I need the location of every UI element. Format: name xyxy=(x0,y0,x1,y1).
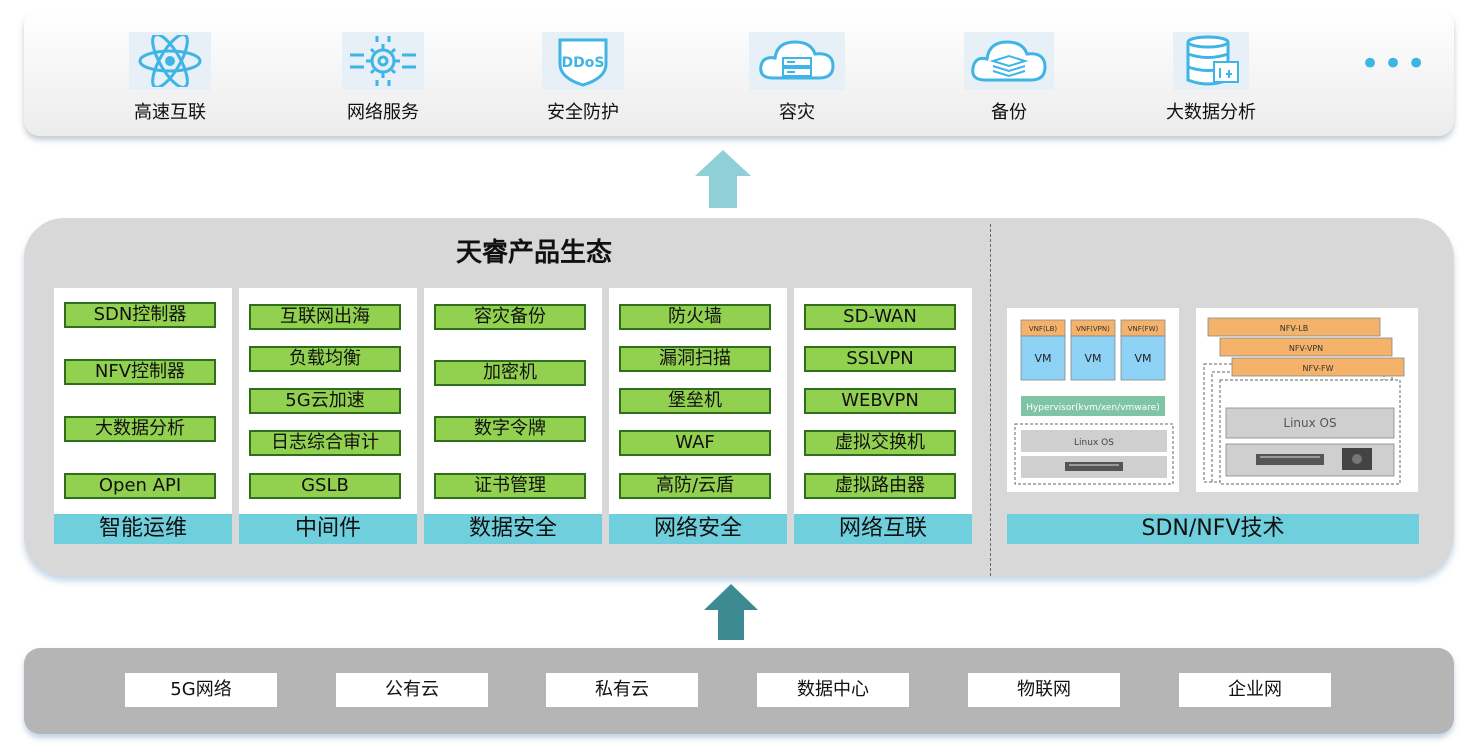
hypervisor-label: Hypervisor(kvm/xen/vmware) xyxy=(1026,403,1159,413)
infra-public-cloud[interactable]: 公有云 xyxy=(336,673,488,707)
nfv-layer-label: NFV-VPN xyxy=(1289,344,1323,353)
services-bar: 高速互联 网络服务 xyxy=(24,10,1454,136)
item-virtual-router[interactable]: 虚拟路由器 xyxy=(804,473,956,499)
nfv-architecture-diagram: NFV-LB NFV-VPN NFV-FW Linux OS xyxy=(1196,308,1418,492)
service-label: 网络服务 xyxy=(347,102,419,123)
item-encryptor[interactable]: 加密机 xyxy=(434,360,586,386)
service-label: 容灾 xyxy=(779,102,815,123)
column-middleware: 互联网出海 负载均衡 5G云加速 日志综合审计 GSLB 中间件 xyxy=(239,288,417,544)
nfv-layer-label: NFV-LB xyxy=(1280,324,1308,333)
item-sd-wan[interactable]: SD-WAN xyxy=(804,304,956,330)
item-virtual-switch[interactable]: 虚拟交换机 xyxy=(804,430,956,456)
vm-label: VM xyxy=(1084,352,1101,365)
column-intelligent-ops: SDN控制器 NFV控制器 大数据分析 Open API 智能运维 xyxy=(54,288,232,544)
infra-enterprise-network[interactable]: 企业网 xyxy=(1179,673,1331,707)
column-label: 中间件 xyxy=(239,514,417,544)
service-big-data-analysis[interactable]: 大数据分析 xyxy=(1131,32,1291,124)
item-certificate-management[interactable]: 证书管理 xyxy=(434,473,586,499)
service-label: 安全防护 xyxy=(547,102,619,123)
cloud-server-icon xyxy=(749,32,845,90)
service-security-protection[interactable]: DDoS 安全防护 xyxy=(503,32,663,124)
ecosystem-title: 天睿产品生态 xyxy=(455,238,612,268)
vnf-architecture-diagram: VNF(LB) VM VNF(VPN) VM VNF(FW) VM Hyperv… xyxy=(1007,308,1179,492)
linux-os-label: Linux OS xyxy=(1074,438,1114,448)
database-icon xyxy=(1173,32,1249,90)
service-high-speed-interconnect[interactable]: 高速互联 xyxy=(90,32,250,124)
gear-network-icon xyxy=(342,32,424,90)
item-5g-cloud-acceleration[interactable]: 5G云加速 xyxy=(249,388,401,414)
service-label: 备份 xyxy=(991,102,1027,123)
ddos-shield-icon: DDoS xyxy=(542,32,624,90)
vm-label: VM xyxy=(1034,352,1051,365)
column-network-security: 防火墙 漏洞扫描 堡垒机 WAF 高防/云盾 网络安全 xyxy=(609,288,787,544)
product-ecosystem-panel: 天睿产品生态 SDN控制器 NFV控制器 大数据分析 Open API 智能运维… xyxy=(24,218,1454,576)
service-network[interactable]: 网络服务 xyxy=(303,32,463,124)
service-disaster-recovery[interactable]: 容灾 xyxy=(717,32,877,124)
column-label: 网络互联 xyxy=(794,514,972,544)
column-data-security: 容灾备份 加密机 数字令牌 证书管理 数据安全 xyxy=(424,288,602,544)
vnf-tag: VNF(VPN) xyxy=(1076,325,1110,333)
item-anti-ddos[interactable]: 高防/云盾 xyxy=(619,473,771,499)
item-disaster-backup[interactable]: 容灾备份 xyxy=(434,304,586,330)
column-label: 网络安全 xyxy=(609,514,787,544)
more-services-indicator[interactable]: ••• xyxy=(1360,44,1430,84)
sdn-nfv-label: SDN/NFV技术 xyxy=(1007,514,1419,544)
infra-iot[interactable]: 物联网 xyxy=(968,673,1120,707)
atom-icon xyxy=(129,32,211,90)
column-label: 数据安全 xyxy=(424,514,602,544)
item-firewall[interactable]: 防火墙 xyxy=(619,304,771,330)
up-arrow-icon xyxy=(704,584,758,640)
item-webvpn[interactable]: WEBVPN xyxy=(804,388,956,414)
item-internet-overseas[interactable]: 互联网出海 xyxy=(249,304,401,330)
linux-os-label: Linux OS xyxy=(1283,416,1336,430)
infra-data-center[interactable]: 数据中心 xyxy=(757,673,909,707)
item-open-api[interactable]: Open API xyxy=(64,473,216,499)
service-label: 大数据分析 xyxy=(1166,102,1256,123)
column-label: 智能运维 xyxy=(54,514,232,544)
vnf-tag: VNF(LB) xyxy=(1029,325,1057,333)
up-arrow-icon xyxy=(695,150,751,208)
item-gslb[interactable]: GSLB xyxy=(249,473,401,499)
item-waf[interactable]: WAF xyxy=(619,430,771,456)
item-big-data-analysis[interactable]: 大数据分析 xyxy=(64,416,216,442)
item-digital-token[interactable]: 数字令牌 xyxy=(434,416,586,442)
item-bastion-host[interactable]: 堡垒机 xyxy=(619,388,771,414)
column-network-interconnect: SD-WAN SSLVPN WEBVPN 虚拟交换机 虚拟路由器 网络互联 xyxy=(794,288,972,544)
service-backup[interactable]: 备份 xyxy=(929,32,1089,124)
panel-divider xyxy=(990,224,991,576)
item-log-audit[interactable]: 日志综合审计 xyxy=(249,430,401,456)
ddos-text: DDoS xyxy=(562,55,605,71)
item-nfv-controller[interactable]: NFV控制器 xyxy=(64,359,216,385)
item-vulnerability-scan[interactable]: 漏洞扫描 xyxy=(619,346,771,372)
cloud-layers-icon xyxy=(964,32,1054,90)
infra-5g-network[interactable]: 5G网络 xyxy=(125,673,277,707)
item-load-balancing[interactable]: 负载均衡 xyxy=(249,346,401,372)
infrastructure-bar: 5G网络 公有云 私有云 数据中心 物联网 企业网 xyxy=(24,648,1454,734)
infra-private-cloud[interactable]: 私有云 xyxy=(546,673,698,707)
item-sslvpn[interactable]: SSLVPN xyxy=(804,346,956,372)
vm-label: VM xyxy=(1134,352,1151,365)
item-sdn-controller[interactable]: SDN控制器 xyxy=(64,302,216,328)
service-label: 高速互联 xyxy=(134,102,206,123)
vnf-tag: VNF(FW) xyxy=(1128,325,1159,333)
nfv-layer-label: NFV-FW xyxy=(1303,364,1334,373)
